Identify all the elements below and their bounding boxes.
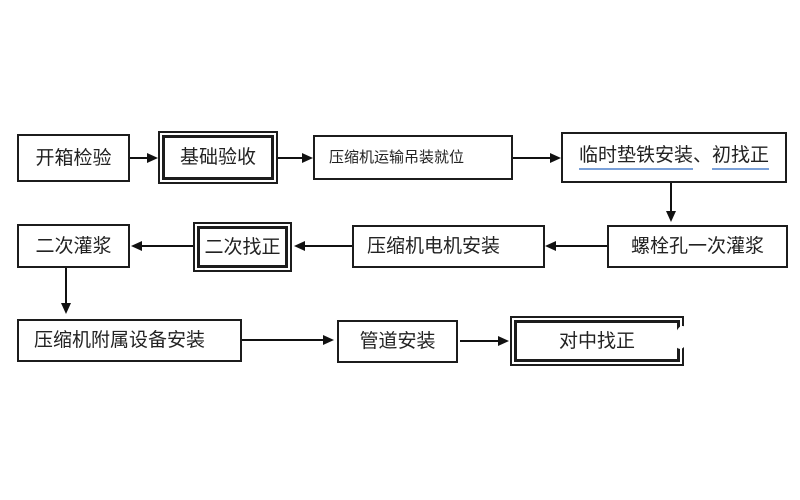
arrow-secondary-alignment-to-secondary-grouting: [131, 241, 193, 251]
arrowhead-left-icon: [294, 241, 305, 251]
flow-node-temporary-shim-install-initial-alignment: 临时垫铁安装、初找正: [561, 132, 787, 183]
arrowhead-right-icon: [550, 153, 561, 163]
arrowhead-down-icon: [666, 211, 676, 222]
flow-node-piping-install: 管道安装: [337, 320, 458, 363]
node-label: 开箱检验: [35, 147, 112, 169]
arrow-shim-to-grouting: [666, 183, 676, 222]
arrow-motor-to-secondary-alignment: [294, 241, 352, 251]
node-label: 螺栓孔一次灌浆: [630, 236, 764, 257]
flow-node-compressor-motor-install: 压缩机电机安装: [352, 225, 545, 268]
arrowhead-down-icon: [61, 303, 71, 314]
arrow-grouting-to-motor: [545, 241, 607, 251]
node-label: 二次找正: [204, 236, 281, 258]
arrowhead-left-icon: [131, 241, 142, 251]
flow-node-compressor-transport-hoisting: 压缩机运输吊装就位: [313, 135, 513, 180]
arrowhead-right-icon: [323, 335, 334, 345]
arrow-auxiliary-to-piping: [242, 335, 334, 345]
node-label: 基础验收: [179, 147, 256, 168]
arrowhead-right-icon: [302, 153, 313, 163]
node-label: 、: [692, 144, 712, 166]
arrow-piping-to-center-alignment: [460, 336, 509, 346]
arrowhead-right-icon: [147, 153, 158, 163]
arrow-unpacking-to-foundation: [130, 153, 158, 163]
double-border-inner: 基础验收: [162, 135, 274, 180]
arrowhead-left-icon: [545, 241, 556, 251]
arrowhead-right-icon: [498, 336, 509, 346]
arrow-transport-to-shim: [513, 153, 561, 163]
underlined-text-segment: 初找正: [712, 146, 770, 170]
flow-node-unpacking-inspection: 开箱检验: [17, 134, 130, 182]
double-border-inner: 二次找正: [197, 226, 288, 268]
flow-node-secondary-alignment: 二次找正: [193, 222, 292, 272]
arrow-foundation-to-transport: [278, 153, 313, 163]
arrow-secondary-grouting-to-auxiliary: [61, 268, 71, 314]
node-label: 压缩机电机安装: [367, 236, 501, 257]
double-border-inner: 对中找正: [514, 320, 680, 362]
node-label: 二次灌浆: [35, 235, 112, 257]
node-label: 压缩机附属设备安装: [34, 330, 206, 351]
underlined-text-segment: 临时垫铁安装: [578, 146, 693, 170]
flow-node-compressor-auxiliary-equipment-install: 压缩机附属设备安装: [17, 319, 242, 362]
node-label: 对中找正: [558, 330, 635, 352]
flow-node-secondary-grouting: 二次灌浆: [17, 224, 130, 268]
node-label: 压缩机运输吊装就位: [329, 149, 465, 166]
node-label: 管道安装: [359, 331, 436, 352]
flow-node-foundation-acceptance: 基础验收: [158, 131, 278, 184]
flow-node-bolt-hole-first-grouting: 螺栓孔一次灌浆: [607, 225, 788, 268]
flow-node-center-alignment: 对中找正: [510, 316, 684, 366]
